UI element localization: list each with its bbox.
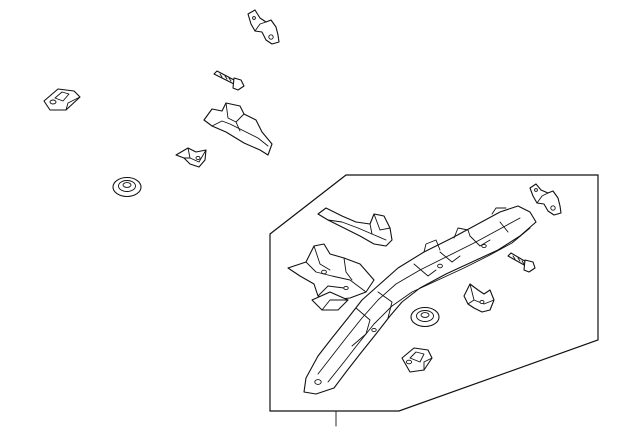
grommet-part-assembly[interactable] <box>410 306 440 328</box>
crossmember-extension-part[interactable] <box>287 243 375 311</box>
mount-bracket-part-left[interactable] <box>175 147 207 168</box>
rear-frame-rail-part[interactable] <box>303 205 537 395</box>
bracket-part-assembly[interactable] <box>529 183 562 216</box>
bracket-part-top[interactable] <box>247 9 280 45</box>
bolt-part-assembly[interactable] <box>507 252 536 273</box>
upper-reinforcement-part[interactable] <box>317 207 393 247</box>
rail-reinforcement-part-top[interactable] <box>203 102 273 156</box>
clip-part-assembly[interactable] <box>401 347 433 373</box>
bolt-part-top[interactable] <box>213 70 245 91</box>
clip-part-left[interactable] <box>43 88 81 111</box>
grommet-part-left[interactable] <box>112 176 142 198</box>
mount-bracket-part-assembly[interactable] <box>463 283 495 313</box>
